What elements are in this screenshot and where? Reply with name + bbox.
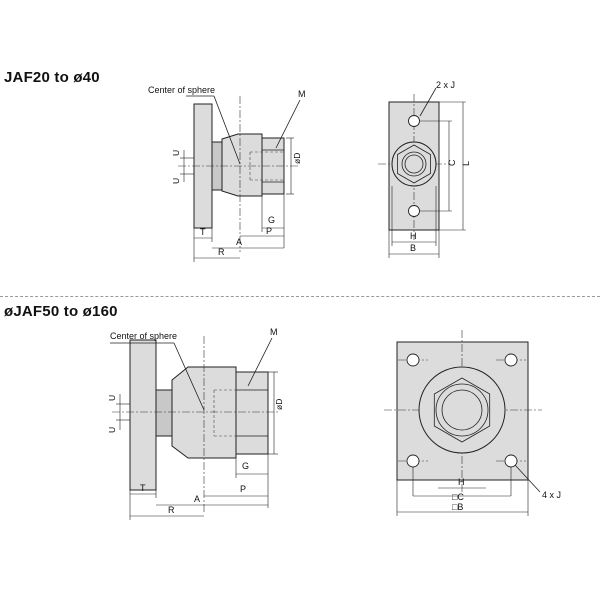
section-2-heading: øJAF50 to ø160 [4, 303, 118, 320]
section-1-heading: JAF20 to ø40 [4, 69, 100, 86]
mount-hole-bottom-left [406, 454, 420, 468]
label-T-large: T [140, 483, 146, 493]
label-holes-4xJ: 4 x J [542, 490, 561, 500]
leader-holes-large [514, 464, 541, 493]
label-A-large: A [194, 494, 200, 504]
label-square-C: □C [452, 492, 464, 502]
label-R: R [218, 247, 225, 257]
nut-outer-large [418, 366, 506, 454]
label-diameter-D: øD [292, 153, 302, 164]
label-thread-M: M [298, 89, 306, 99]
spherical-body-small [221, 133, 263, 197]
label-A: A [236, 237, 242, 247]
nut-outer-small [391, 141, 437, 187]
side-view-large: Center of sphere M U U øD T G [107, 327, 284, 520]
leader-M-small [275, 99, 301, 149]
label-center-of-sphere-large: Center of sphere [110, 331, 177, 341]
label-B: B [410, 243, 416, 253]
label-H-large: H [458, 477, 465, 487]
mount-hole-bottom-small [408, 205, 420, 217]
label-U-upper-large: U [107, 395, 117, 401]
label-holes-2xJ: 2 x J [436, 80, 455, 90]
label-G-large: G [242, 461, 249, 471]
label-P-large: P [240, 484, 246, 494]
label-C: C [447, 159, 457, 166]
label-center-of-sphere: Center of sphere [148, 85, 215, 95]
label-U-upper: U [171, 150, 181, 156]
section-separator [0, 296, 600, 297]
side-view-small: Center of sphere M U U øD T G [148, 85, 306, 262]
mount-hole-top-right [504, 353, 518, 367]
label-U-lower-large: U [107, 427, 117, 433]
label-thread-M-large: M [270, 327, 278, 337]
leader-M-large [247, 337, 273, 387]
label-H: H [410, 231, 417, 241]
label-T: T [200, 227, 206, 237]
label-L: L [461, 161, 471, 166]
label-diameter-D-large: øD [274, 399, 284, 410]
hex-nut-large [433, 377, 491, 443]
label-square-B: □B [452, 502, 463, 512]
label-R-large: R [168, 505, 175, 515]
mount-hole-top-small [408, 115, 420, 127]
nut-large [235, 371, 269, 455]
neck-large [155, 389, 173, 437]
front-view-large: H □C □B 4 x J [384, 330, 561, 516]
label-U-lower: U [171, 178, 181, 184]
label-G: G [268, 215, 275, 225]
flange-large [129, 339, 157, 491]
label-P: P [266, 226, 272, 236]
mount-hole-top-left [406, 353, 420, 367]
leader-holes-small [419, 87, 437, 117]
front-view-small: 2 x J C L H B [378, 80, 471, 258]
hex-nut-small [397, 144, 431, 184]
